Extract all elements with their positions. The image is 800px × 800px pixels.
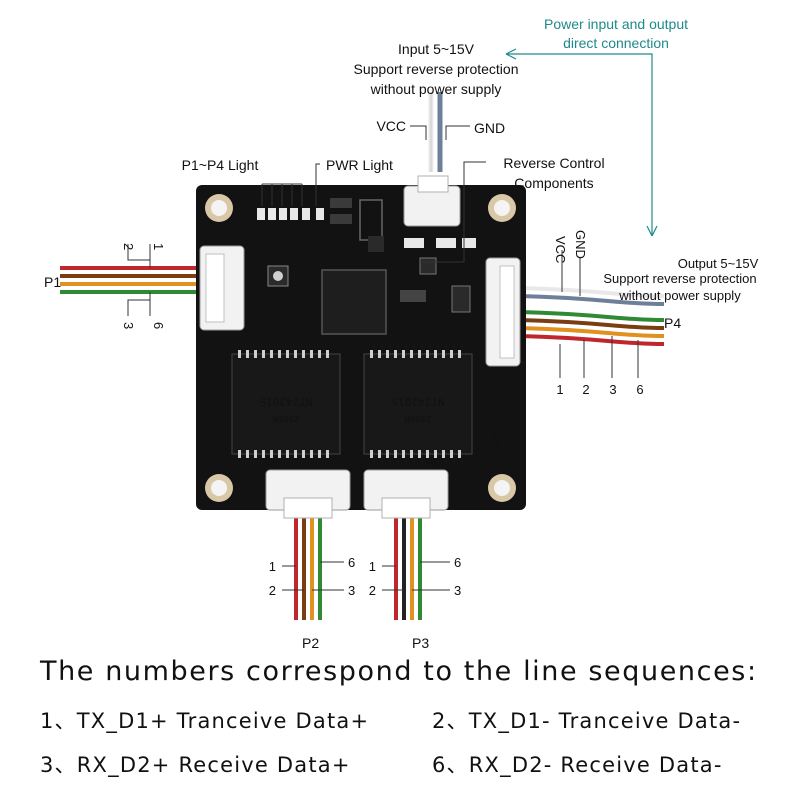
p3-pin-3: 3 bbox=[454, 583, 461, 598]
connector-top-power bbox=[403, 175, 461, 227]
gnd-right-label: GND bbox=[573, 230, 588, 259]
transformer-right: NT24201S 2506R bbox=[363, 350, 473, 458]
legend-row-2: 3、RX_D2+ Receive Data+ 6、RX_D2- Receive … bbox=[40, 749, 800, 779]
reverse-control-line2: Components bbox=[514, 175, 593, 191]
silk-p1: P1 bbox=[256, 297, 269, 308]
vcc-top-label: VCC bbox=[376, 118, 406, 134]
mounting-hole-top-left bbox=[205, 194, 233, 222]
p2-pin-1: 1 bbox=[269, 559, 276, 574]
power-direct-arrow bbox=[505, 48, 658, 237]
pcb: NT24201S 2506R NT24201S 2506R P1 P2 P3 P… bbox=[196, 185, 526, 510]
gnd-top-label: GND bbox=[474, 120, 505, 136]
main-ic bbox=[321, 269, 387, 335]
port-p3-name: P3 bbox=[412, 635, 429, 650]
p4-pin-2: 2 bbox=[582, 382, 589, 397]
vcc-right-label: VCC bbox=[553, 236, 568, 263]
legend-item-2: 2、TX_D1- Tranceive Data- bbox=[432, 709, 742, 733]
connector-p4 bbox=[485, 257, 521, 367]
pwr-light-label: PWR Light bbox=[326, 157, 393, 173]
board-diagram: NT24201S 2506R NT24201S 2506R P1 P2 P3 P… bbox=[44, 16, 759, 650]
p3-pin-1: 1 bbox=[369, 559, 376, 574]
silk-p3: P3 bbox=[426, 459, 439, 470]
p1p4-light-label: P1~P4 Light bbox=[182, 157, 259, 173]
p1-pin-6: 6 bbox=[151, 322, 166, 329]
transformer-left: NT24201S 2506R bbox=[231, 350, 341, 458]
chip-code-left: 2506R bbox=[272, 413, 300, 423]
port-p2-name: P2 bbox=[302, 635, 319, 650]
wires-p3 bbox=[394, 518, 422, 620]
legend-item-1: 1、TX_D1+ Tranceive Data+ bbox=[40, 709, 370, 733]
input-line2: Support reverse protection bbox=[354, 61, 519, 77]
p1-pin-2: 2 bbox=[121, 243, 136, 250]
legend-row-1: 1、TX_D1+ Tranceive Data+ 2、TX_D1- Trance… bbox=[40, 705, 800, 735]
mounting-hole-top-right bbox=[488, 194, 516, 222]
p2-pin-2: 2 bbox=[269, 583, 276, 598]
p4-pin-6: 6 bbox=[636, 382, 643, 397]
wires-p1 bbox=[60, 266, 200, 294]
chip-part-left: NT24201S bbox=[260, 395, 313, 408]
power-direct-line1: Power input and output bbox=[544, 16, 688, 32]
wires-top-power bbox=[428, 92, 443, 172]
p3-pin-2: 2 bbox=[369, 583, 376, 598]
legend-item-3: 3、RX_D2+ Receive Data+ bbox=[40, 753, 351, 777]
legend-heading: The numbers correspond to the line seque… bbox=[40, 656, 758, 687]
power-direct-line2: direct connection bbox=[563, 35, 669, 51]
chip-part-right: NT24201S bbox=[392, 395, 445, 408]
mounting-hole-bottom-left bbox=[205, 474, 233, 502]
input-line1: Input 5~15V bbox=[398, 41, 475, 57]
leader-lines bbox=[127, 125, 639, 591]
p4-pin-3: 3 bbox=[609, 382, 616, 397]
p1-pin-1: 1 bbox=[151, 243, 166, 250]
line-sequence-legend: The numbers correspond to the line seque… bbox=[40, 656, 800, 793]
connector-p1 bbox=[199, 245, 245, 331]
output-line1: Output 5~15V bbox=[678, 256, 759, 271]
mounting-hole-bottom-right bbox=[488, 474, 516, 502]
output-line3: without power supply bbox=[618, 288, 741, 303]
port-p1-name: P1 bbox=[44, 274, 61, 290]
port-p4-name: P4 bbox=[664, 315, 681, 331]
reverse-control-line1: Reverse Control bbox=[503, 155, 604, 171]
silk-p4: P4 bbox=[496, 374, 509, 385]
connector-p2 bbox=[265, 469, 351, 519]
reverse-components bbox=[400, 238, 476, 313]
legend-item-6: 6、RX_D2- Receive Data- bbox=[432, 753, 723, 777]
p1-pin-3: 3 bbox=[121, 322, 136, 329]
wires-p2 bbox=[294, 518, 322, 620]
output-line2: Support reverse protection bbox=[603, 271, 756, 286]
chip-code-right: 2506R bbox=[404, 413, 432, 423]
p3-pin-6: 6 bbox=[454, 555, 461, 570]
silk-p2: P2 bbox=[268, 459, 281, 470]
p2-pin-3: 3 bbox=[348, 583, 355, 598]
version-label: Ver.3.0 bbox=[488, 410, 503, 450]
p4-pin-1: 1 bbox=[556, 382, 563, 397]
input-line3: without power supply bbox=[370, 81, 502, 97]
connector-p3 bbox=[363, 469, 449, 519]
p2-pin-6: 6 bbox=[348, 555, 355, 570]
led-row bbox=[257, 208, 324, 220]
wires-p4 bbox=[519, 286, 665, 346]
